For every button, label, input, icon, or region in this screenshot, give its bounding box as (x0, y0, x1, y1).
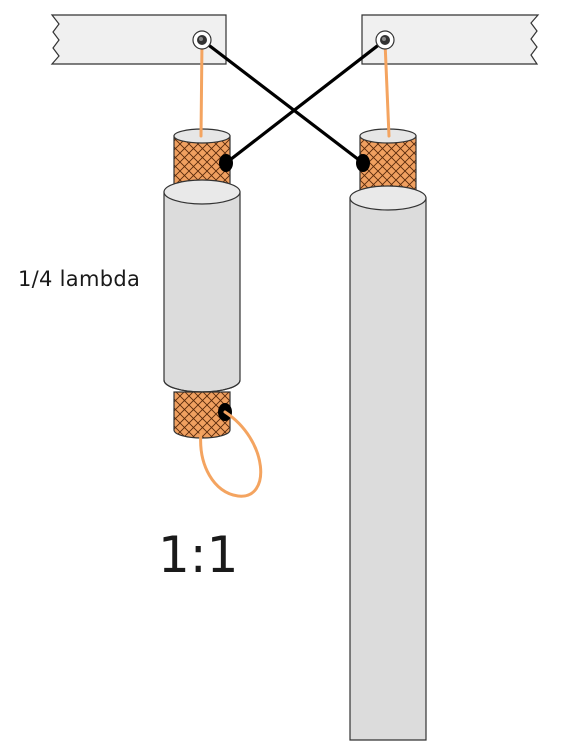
center-conductor-right (383, 40, 391, 138)
shield-wire-left-to-right (200, 38, 365, 165)
terminal-screw-icon (375, 30, 395, 50)
antenna-plate-left (50, 14, 227, 65)
ratio-label: 1:1 (158, 526, 238, 584)
shorting-loop (199, 410, 263, 498)
terminal-screw-icon (192, 30, 212, 50)
solder-joint-left-top (219, 154, 233, 172)
center-conductor-left (199, 40, 204, 138)
length-label: 1/4 lambda (18, 267, 140, 291)
solder-joint-right-top (356, 154, 370, 172)
feedline-coax (349, 128, 427, 741)
quarter-wave-coax (163, 128, 241, 439)
shield-wire-right-to-left (224, 38, 387, 165)
antenna-plate-right (361, 14, 540, 65)
